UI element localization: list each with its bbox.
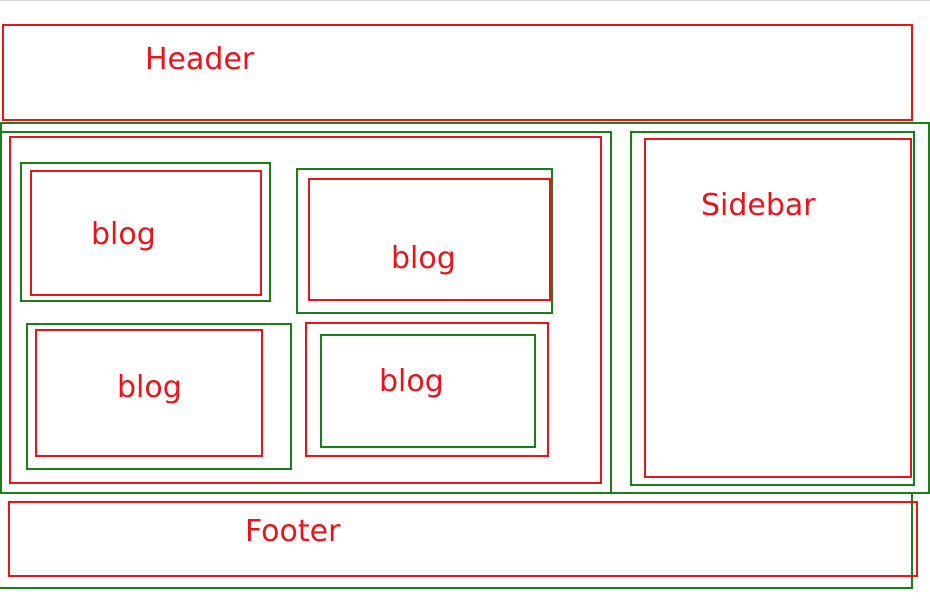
blog-3-inner-box bbox=[35, 329, 263, 457]
blog-4-inner-box bbox=[320, 334, 536, 448]
header-label: Header bbox=[145, 42, 255, 77]
blog-1-label: blog bbox=[91, 217, 156, 252]
footer-label: Footer bbox=[245, 514, 341, 549]
sidebar-label: Sidebar bbox=[701, 188, 816, 223]
blog-4-outer-box bbox=[305, 322, 549, 457]
blog-3-outer-box bbox=[26, 323, 292, 470]
blog-1-inner-box bbox=[30, 170, 262, 296]
blog-3-label: blog bbox=[117, 370, 182, 405]
content-inner-box bbox=[9, 136, 602, 484]
blog-1-outer-box bbox=[20, 162, 271, 302]
sidebar-middle-box bbox=[630, 131, 915, 486]
footer-inner-box bbox=[8, 501, 918, 577]
blog-4-label: blog bbox=[379, 364, 444, 399]
blog-2-outer-box bbox=[296, 168, 553, 314]
sidebar-inner-box bbox=[644, 138, 912, 478]
blog-2-inner-box bbox=[308, 178, 551, 301]
blog-2-label: blog bbox=[391, 241, 456, 276]
top-divider bbox=[0, 0, 930, 1]
footer-outer-box bbox=[0, 492, 913, 589]
header-box bbox=[2, 24, 913, 121]
